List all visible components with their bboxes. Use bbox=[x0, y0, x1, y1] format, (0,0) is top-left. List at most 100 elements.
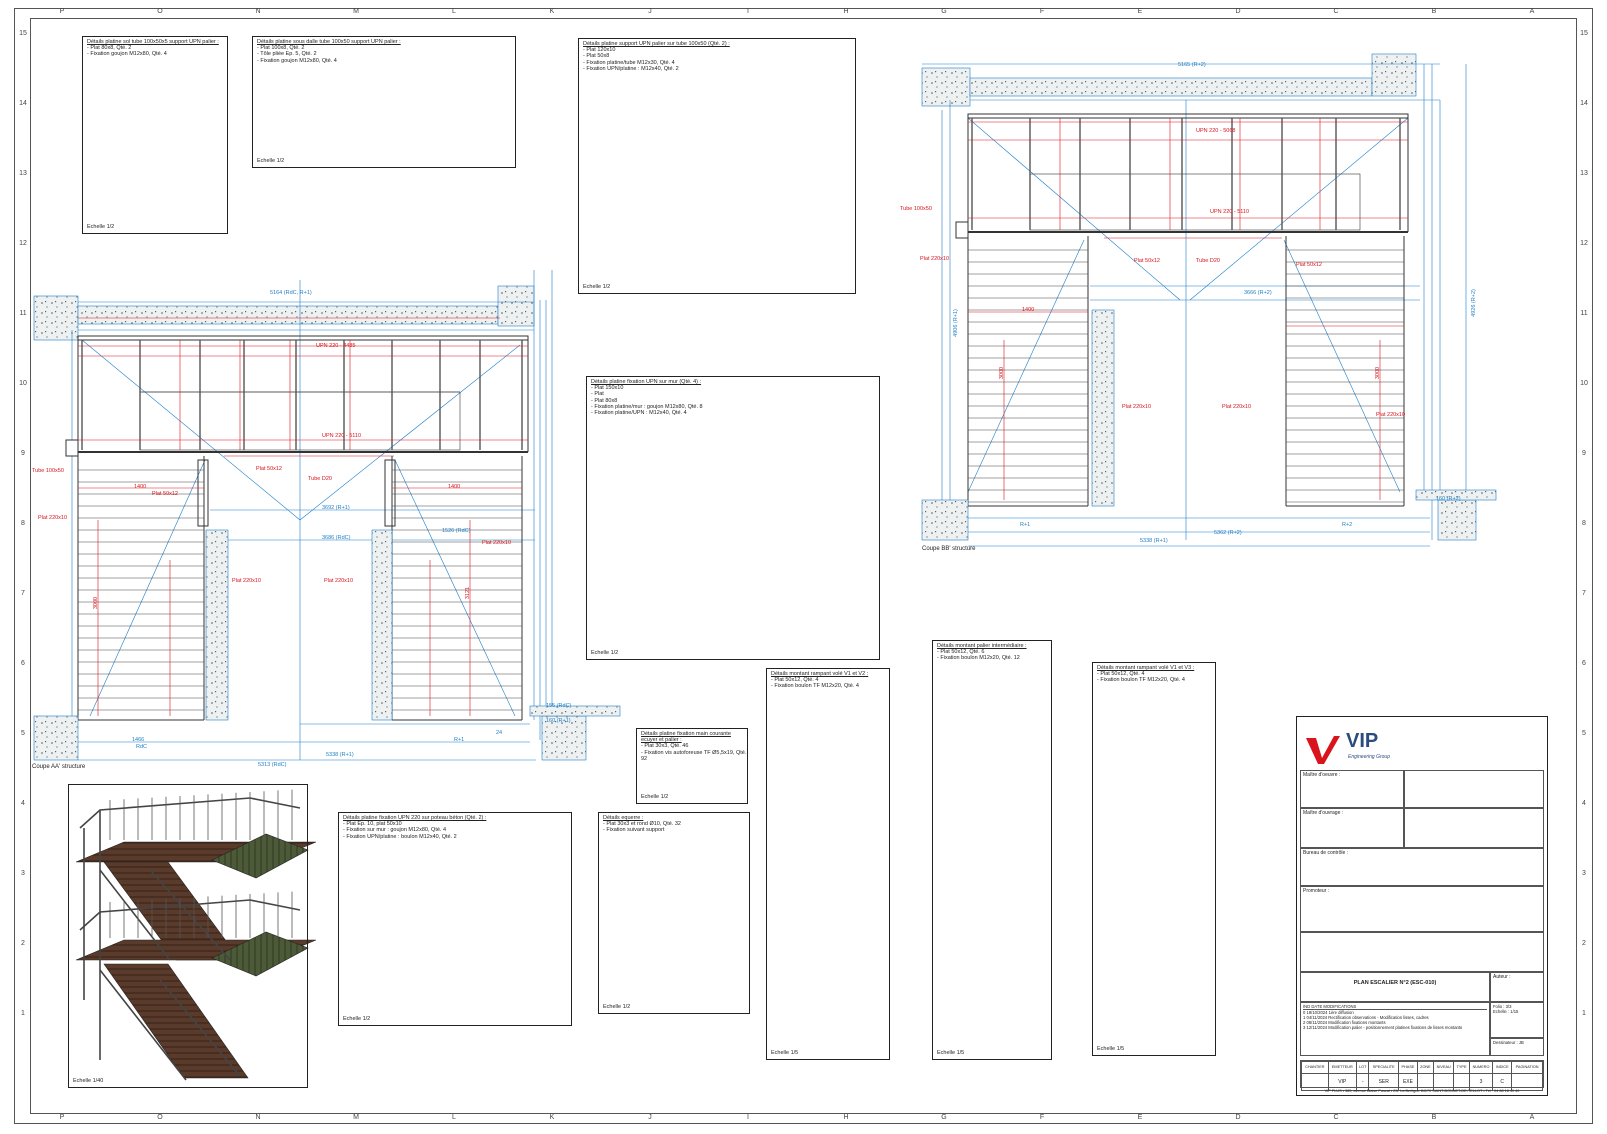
grid-letter: L bbox=[452, 8, 456, 15]
section-aa bbox=[33, 270, 621, 761]
panel-scale: Echelle 1/5 bbox=[771, 1050, 799, 1056]
grid-letter: K bbox=[549, 1114, 555, 1121]
auteur: Auteur : bbox=[1490, 972, 1544, 1002]
aa-label-tubeD20: Tube D20 bbox=[308, 476, 332, 482]
grid-letter: E bbox=[1137, 8, 1143, 15]
aa-dim-3121: 3121 bbox=[465, 586, 472, 600]
bb-wall-left-top bbox=[921, 67, 971, 107]
grid-letter: F bbox=[1039, 8, 1045, 15]
aa-wall-left-top bbox=[33, 295, 79, 341]
bb-label-plat220c: Plat 220x10 bbox=[1222, 404, 1252, 410]
footer-code-value: VIP bbox=[1327, 1073, 1358, 1091]
grid-number: 9 bbox=[21, 450, 25, 457]
panel-scale: Echelle 1/5 bbox=[937, 1050, 965, 1056]
grid-letter: O bbox=[157, 1114, 163, 1121]
footer-code-header: EMETTEUR bbox=[1327, 1061, 1358, 1074]
footer-code-value bbox=[1301, 1073, 1329, 1091]
grid-number: 8 bbox=[1582, 520, 1586, 527]
footer-code-header: INDICE bbox=[1492, 1061, 1513, 1074]
bb-label-plat220b: Plat 220x10 bbox=[1122, 404, 1152, 410]
aa-dim-24: 24 bbox=[496, 730, 503, 736]
grid-number: 10 bbox=[19, 380, 27, 387]
grid-letter: J bbox=[648, 1114, 652, 1121]
grid-number: 13 bbox=[19, 170, 27, 177]
bb-label-r1: R+1 bbox=[1020, 522, 1031, 528]
grid-letter: B bbox=[1431, 8, 1437, 15]
promoteur-logo bbox=[1300, 932, 1544, 972]
grid-number: 6 bbox=[21, 660, 25, 667]
grid-letter: A bbox=[1529, 1114, 1535, 1121]
panel-title: Détails platine fixation main courante e… bbox=[641, 731, 731, 744]
footer-code-header: CHANTIER bbox=[1301, 1061, 1329, 1074]
bb-label-plat5012b: Plat 50x12 bbox=[1296, 262, 1322, 268]
bb-label-tubeD20: Tube D20 bbox=[1196, 258, 1220, 264]
grid-letter: C bbox=[1333, 8, 1339, 15]
grid-number: 5 bbox=[21, 730, 25, 737]
grid-letter: P bbox=[59, 1114, 65, 1121]
aa-dim-1400b: 1400 bbox=[448, 484, 461, 490]
aa-label-rdc: RdC bbox=[136, 744, 148, 750]
section-bb bbox=[921, 53, 1497, 547]
grid-number: 2 bbox=[1582, 940, 1586, 947]
grid-letter: H bbox=[843, 8, 849, 15]
detail-panel-9: Détails montant palier intermédiaire : -… bbox=[932, 640, 1052, 1060]
grid-number: 1 bbox=[1582, 1010, 1586, 1017]
grid-number: 15 bbox=[1580, 30, 1588, 37]
scale-value: 1/15 bbox=[1510, 1009, 1519, 1014]
grid-letter: M bbox=[353, 1114, 359, 1121]
panel-scale: Echelle 1/40 bbox=[73, 1078, 104, 1084]
grid-letter: M bbox=[353, 8, 359, 15]
isometric-panel: Echelle 1/40 bbox=[68, 784, 308, 1088]
panel-items: - Plat 120x10 - Plat 50x8 - Fixation pla… bbox=[583, 47, 679, 72]
footer-code-header: SPECIALITE bbox=[1368, 1061, 1400, 1074]
grid-number: 1 bbox=[21, 1010, 25, 1017]
panel-scale: Echelle 1/2 bbox=[603, 1004, 631, 1010]
aa-label-r1: R+1 bbox=[454, 737, 465, 743]
footer-code-header: LOT bbox=[1356, 1061, 1370, 1074]
footer-code-value bbox=[1432, 1073, 1455, 1091]
bb-wall-right-bottom bbox=[1437, 499, 1477, 541]
aa-dim-3000: 3000 bbox=[93, 596, 100, 610]
grid-letter: F bbox=[1039, 1114, 1045, 1121]
dessinateur-value: JB bbox=[1518, 1040, 1524, 1045]
grid-letter: I bbox=[747, 1114, 749, 1121]
panel-scale: Echelle 1/2 bbox=[583, 284, 611, 290]
bb-label-tube: Tube 100x50 bbox=[900, 206, 932, 212]
grid-number: 12 bbox=[19, 240, 27, 247]
aa-dim-160: 160 (R+1) bbox=[546, 718, 571, 724]
grid-number: 4 bbox=[1582, 800, 1586, 807]
aa-wall-right-top bbox=[497, 285, 535, 327]
footer-code-value: 3 bbox=[1468, 1073, 1494, 1091]
grid-number: 7 bbox=[1582, 590, 1586, 597]
grid-letter: P bbox=[59, 8, 65, 15]
footer-code-value bbox=[1511, 1073, 1543, 1091]
detail-panel-8: Détails montant rampant volé V1 et V2 : … bbox=[766, 668, 890, 1060]
grid-letter: C bbox=[1333, 1114, 1339, 1121]
panel-title: Détails montant rampant volé V1 et V2 : bbox=[771, 671, 869, 677]
grid-number: 5 bbox=[1582, 730, 1586, 737]
panel-scale: Echelle 1/2 bbox=[343, 1016, 371, 1022]
footer-code-value bbox=[1416, 1073, 1435, 1091]
aa-dim-155: 155 (RdC) bbox=[546, 703, 572, 709]
grid-letter: I bbox=[747, 8, 749, 15]
bb-label-plat220d: Plat 220x10 bbox=[1376, 412, 1406, 418]
maitre-oeuvre-value bbox=[1404, 770, 1544, 808]
detail-panel-3: Détails platine support UPN palier sur t… bbox=[578, 38, 856, 294]
panel-items: - Plat 100x8, Qté. 2 - Tôle pliée Ep. 5,… bbox=[257, 45, 337, 64]
grid-number: 11 bbox=[19, 310, 27, 317]
footer-code-value: C bbox=[1492, 1073, 1513, 1091]
bb-dim-160: 160 (R+2) bbox=[1436, 496, 1461, 502]
dessinateur-box: Dessinateur : JB bbox=[1490, 1038, 1544, 1056]
bb-dim-4926: 4926 (R+2) bbox=[1470, 289, 1477, 317]
aa-dim-1400a: 1400 bbox=[134, 484, 147, 490]
grid-number: 14 bbox=[19, 100, 27, 107]
grid-letter: G bbox=[941, 1114, 947, 1121]
panel-title: Détails equerre : bbox=[603, 815, 644, 821]
detail-panel-4: Détails platine fixation UPN sur mur (Qt… bbox=[586, 376, 880, 660]
brand-name: VIP bbox=[1346, 730, 1379, 752]
grid-number: 3 bbox=[1582, 870, 1586, 877]
aa-dim-5338: 5338 (R+1) bbox=[326, 752, 354, 758]
aa-dim-3692: 3692 (R+1) bbox=[322, 505, 350, 511]
title-block bbox=[1296, 716, 1548, 1096]
